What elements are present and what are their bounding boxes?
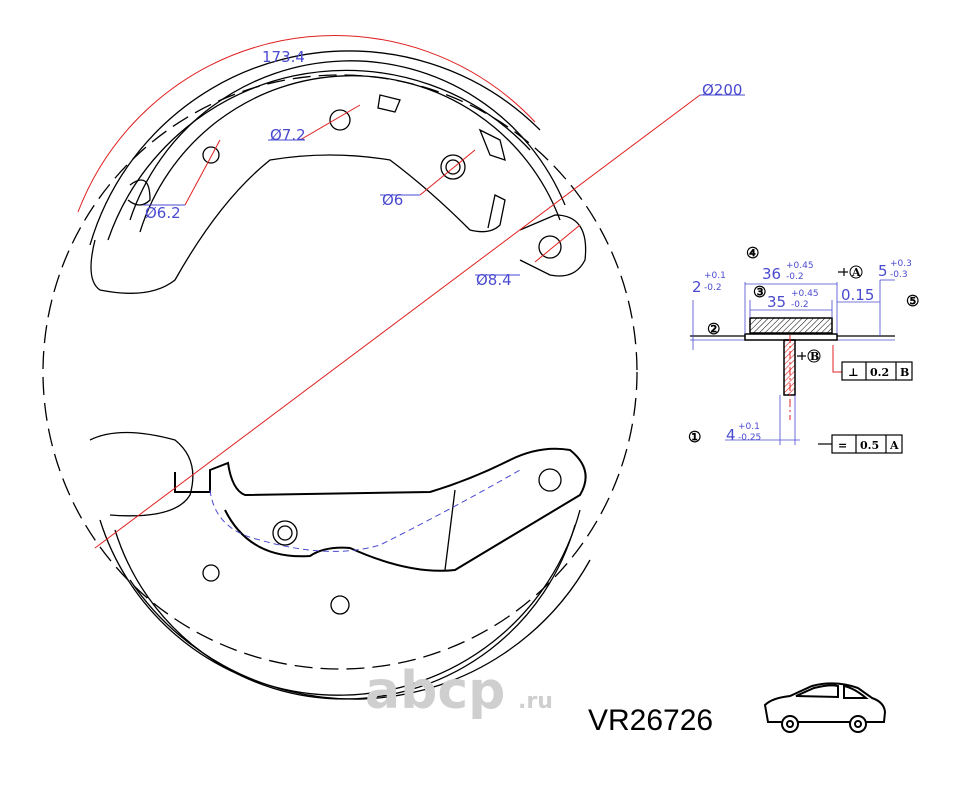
diameter-line	[94, 94, 701, 549]
lower-shoe	[89, 431, 591, 700]
svg-text:+0.1: +0.1	[738, 422, 760, 432]
svg-text:=: =	[838, 439, 847, 452]
svg-text:0.2: 0.2	[870, 366, 889, 379]
lower-pivot-hole	[272, 520, 298, 546]
arc-length-label: 173.4	[262, 48, 305, 66]
svg-text:abcp: abcp	[365, 661, 505, 721]
watermark-logo: abcp .ru	[365, 661, 553, 721]
dim-5: 5	[878, 262, 888, 280]
svg-text:+0.45: +0.45	[791, 289, 819, 299]
hole-7-2	[329, 109, 351, 131]
diameter-main-label: Ø200	[702, 81, 742, 99]
callout-1: ①	[688, 428, 701, 446]
hole-8-4	[538, 235, 562, 259]
dim-0-15: 0.15	[841, 286, 874, 304]
section-detail: A B ⊥ 0.2 B = 0.5 A ④ ③ ② ⑤ ①	[688, 244, 919, 454]
svg-text:+0.3: +0.3	[890, 259, 912, 269]
datum-a-label: A	[851, 266, 861, 279]
svg-text:⊥: ⊥	[848, 366, 859, 379]
callout-5: ⑤	[906, 292, 919, 310]
hole-6-label: Ø6	[382, 191, 403, 209]
svg-text:-0.25: -0.25	[738, 433, 761, 443]
hole-upper-small	[202, 146, 220, 164]
svg-text:-0.2: -0.2	[786, 272, 804, 282]
svg-text:-0.2: -0.2	[704, 283, 722, 293]
datum-b-label: B	[810, 350, 819, 363]
svg-text:.ru: .ru	[518, 689, 553, 714]
dim-35: 35	[767, 293, 786, 311]
svg-text:0.5: 0.5	[860, 439, 879, 452]
rim-section	[744, 333, 838, 341]
callout-4: ④	[746, 244, 759, 262]
dim-4: 4	[726, 426, 736, 444]
hole-7-2-label: Ø7.2	[270, 126, 306, 144]
lever-hole	[538, 468, 562, 492]
svg-text:+0.45: +0.45	[786, 261, 814, 271]
dim-2: 2	[692, 278, 702, 296]
svg-text:B: B	[900, 366, 909, 379]
svg-text:+0.1: +0.1	[704, 271, 726, 281]
drum-circle	[42, 74, 638, 670]
part-number: VR26726	[588, 704, 713, 737]
sedan-car-icon	[763, 682, 887, 733]
hole-6-2-label: Ø6.2	[145, 204, 181, 222]
callout-3: ③	[753, 283, 766, 301]
callout-2: ②	[707, 320, 720, 338]
lining-section	[749, 317, 833, 334]
hole-8-4-label: Ø8.4	[476, 271, 512, 289]
symmetry-frame: = 0.5 A	[818, 434, 903, 454]
dim-36: 36	[762, 265, 781, 283]
upper-shoe	[89, 50, 587, 294]
perpendicularity-frame: ⊥ 0.2 B	[841, 361, 913, 381]
svg-text:-0.3: -0.3	[890, 270, 908, 280]
hole-6	[440, 154, 466, 180]
svg-text:A: A	[889, 439, 899, 452]
arc-length-line	[77, 35, 536, 213]
svg-text:-0.2: -0.2	[791, 300, 809, 310]
